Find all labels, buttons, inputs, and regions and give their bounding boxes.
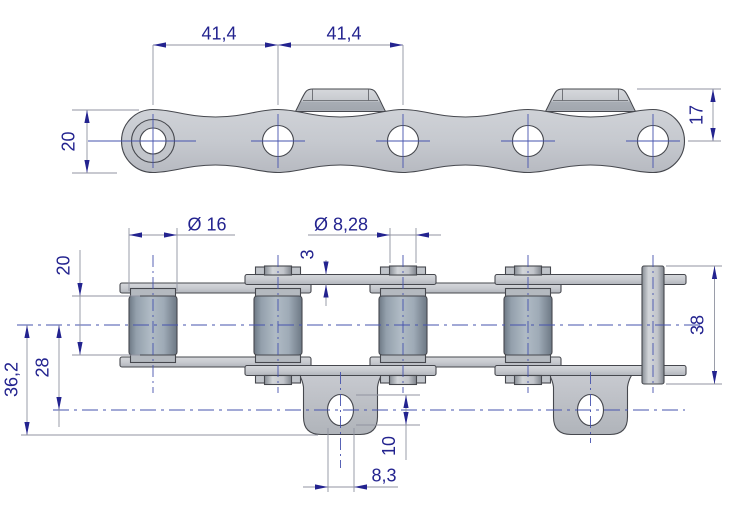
dim-attachment-hole-offset: 28 <box>33 325 62 427</box>
tab-shade <box>547 101 634 111</box>
outer-plates <box>244 273 687 377</box>
bushing-collars <box>129 287 552 364</box>
dim-label-plate-height: 20 <box>59 131 79 151</box>
dim-label-attachment-height: 17 <box>687 105 707 125</box>
dim-pin-length: 38 <box>666 265 722 385</box>
plan-view: Ø 16 Ø 8,28 3 20 28 <box>2 215 722 492</box>
dim-label-attachment-hole-width: 8,3 <box>371 466 396 486</box>
dim-label-attachment-hole-offset: 28 <box>33 357 53 377</box>
attachment-tab-side-1 <box>294 88 387 113</box>
dim-pitch: 41,4 41,4 <box>152 24 404 105</box>
rollers <box>128 295 553 356</box>
dim-plate-height: 20 <box>59 109 139 174</box>
dim-label-plate-thickness: 3 <box>298 249 318 259</box>
dim-attachment-height: 17 <box>637 88 721 142</box>
centerlines-side <box>88 114 680 168</box>
dim-pin-diameter: Ø 8,28 <box>308 215 441 263</box>
dim-label-roller-width: 20 <box>54 255 74 275</box>
dim-label-attachment-hole-height: 10 <box>379 436 399 456</box>
dim-label-pin-length: 38 <box>688 315 708 335</box>
centerlines-plan <box>17 255 702 468</box>
dim-plate-thickness: 3 <box>298 249 329 306</box>
attachment-tab-side-2 <box>544 88 637 113</box>
side-view: 41,4 41,4 20 17 <box>59 24 721 174</box>
dim-attachment-hole-height: 10 <box>356 394 420 460</box>
dim-roller-width: 20 <box>54 250 140 356</box>
dim-label-pin-diameter: Ø 8,28 <box>314 215 368 235</box>
dim-attachment-hole-width: 8,3 <box>303 428 398 492</box>
dim-label-attachment-depth: 36,2 <box>2 362 22 397</box>
dim-attachment-depth: 36,2 <box>2 325 318 436</box>
tab-shade <box>297 101 384 111</box>
pin-ends <box>254 265 552 386</box>
dim-label-pitch-right: 41,4 <box>326 24 361 44</box>
dim-roller-diameter: Ø 16 <box>128 215 235 291</box>
dim-label-roller-diameter: Ø 16 <box>187 215 226 235</box>
dim-label-pitch-left: 41,4 <box>201 24 236 44</box>
